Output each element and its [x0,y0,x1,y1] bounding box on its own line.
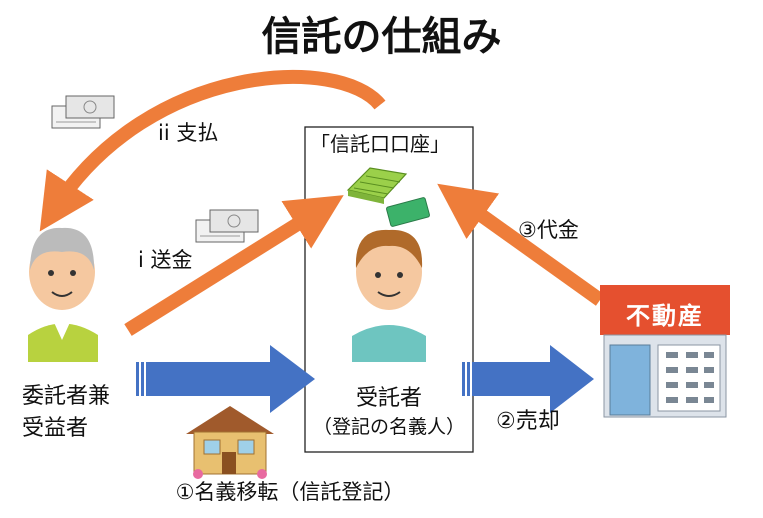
trustee-label: 受託者 [355,386,422,411]
proceeds-label: ③代金 [518,218,579,242]
settlor-label-line1: 委託者兼 [22,384,111,409]
settlor-avatar [28,227,98,362]
sale-arrow [462,345,594,413]
house-icon [186,406,274,479]
payment-arrow [39,70,386,232]
cash-stack-icon [195,209,259,243]
trust-account-label: 「信託口口座」 [310,132,450,156]
passbook-card-icon [346,167,430,227]
trustee-avatar [352,229,426,362]
proceeds-arrow [437,183,605,306]
diagram-title: 信託の仕組み [261,14,502,60]
title-transfer-arrow [136,345,315,413]
title-transfer-label: ①名義移転（信託登記） [175,480,405,504]
real-estate-office-icon [600,285,730,418]
remittance-arrow [124,195,344,336]
trustee-sublabel: （登記の名義人） [312,416,465,438]
cash-stack-icon [51,95,115,129]
settlor-label-line2: 受益者 [22,416,89,441]
sale-label: ②売却 [496,409,560,434]
trust-account-box [304,126,474,453]
real-estate-sign: 不動産 [626,302,704,330]
payment-label: ii 支払 [158,121,219,145]
remittance-label: i 送金 [138,248,193,272]
